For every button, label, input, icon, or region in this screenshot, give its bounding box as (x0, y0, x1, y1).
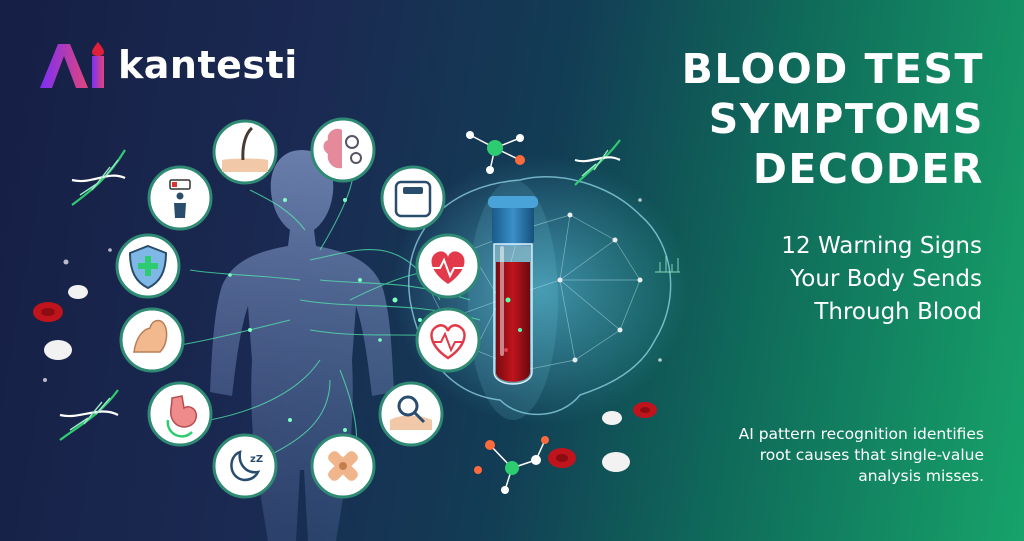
hair-icon (212, 119, 278, 185)
heart-pulse-icon (415, 307, 481, 373)
heart-pulse-icon (415, 233, 481, 299)
kantesti-logo-icon (40, 42, 104, 88)
headline-line: BLOOD TEST (681, 45, 984, 93)
low-battery-person-icon (147, 165, 213, 231)
headline: BLOOD TEST SYMPTOMS DECODER (564, 44, 984, 194)
subheadline-line: Your Body Sends (790, 266, 982, 292)
subheadline-line: 12 Warning Signs (781, 233, 982, 259)
flexed-arm-icon (119, 307, 185, 373)
dna-strand-icon (574, 139, 621, 186)
mini-chart-icon (655, 256, 680, 273)
skin-magnifier-icon (378, 381, 444, 447)
molecule-icon (474, 436, 549, 494)
moon-sleep-icon: zZ (212, 433, 278, 499)
blood-test-tube (468, 180, 558, 420)
headline-line: DECODER (752, 145, 984, 193)
shield-cross-icon (115, 233, 181, 299)
blood-cell-icon (33, 285, 657, 472)
bandage-icon (310, 433, 376, 499)
weight-scale-icon (380, 165, 446, 231)
dna-strand-icon (59, 389, 119, 441)
tagline-line: analysis misses. (858, 467, 984, 485)
molecule-icon (466, 131, 525, 174)
svg-text:zZ: zZ (250, 454, 263, 465)
brand-name: kantesti (118, 43, 298, 87)
dna-strand-icon (71, 149, 126, 206)
brand-logo: kantesti (38, 40, 298, 90)
sparkle-dots (43, 198, 662, 382)
headline-line: SYMPTOMS (708, 95, 984, 143)
subheadline: 12 Warning Signs Your Body Sends Through… (622, 230, 982, 329)
stomach-icon (147, 381, 213, 447)
tagline-line: root causes that single-value (759, 446, 984, 464)
tagline: AI pattern recognition identifies root c… (624, 424, 984, 487)
symptom-icon-ring: zZ (115, 117, 481, 499)
subheadline-line: Through Blood (814, 299, 982, 325)
brain-gear-icon (310, 117, 376, 183)
tagline-line: AI pattern recognition identifies (738, 425, 984, 443)
